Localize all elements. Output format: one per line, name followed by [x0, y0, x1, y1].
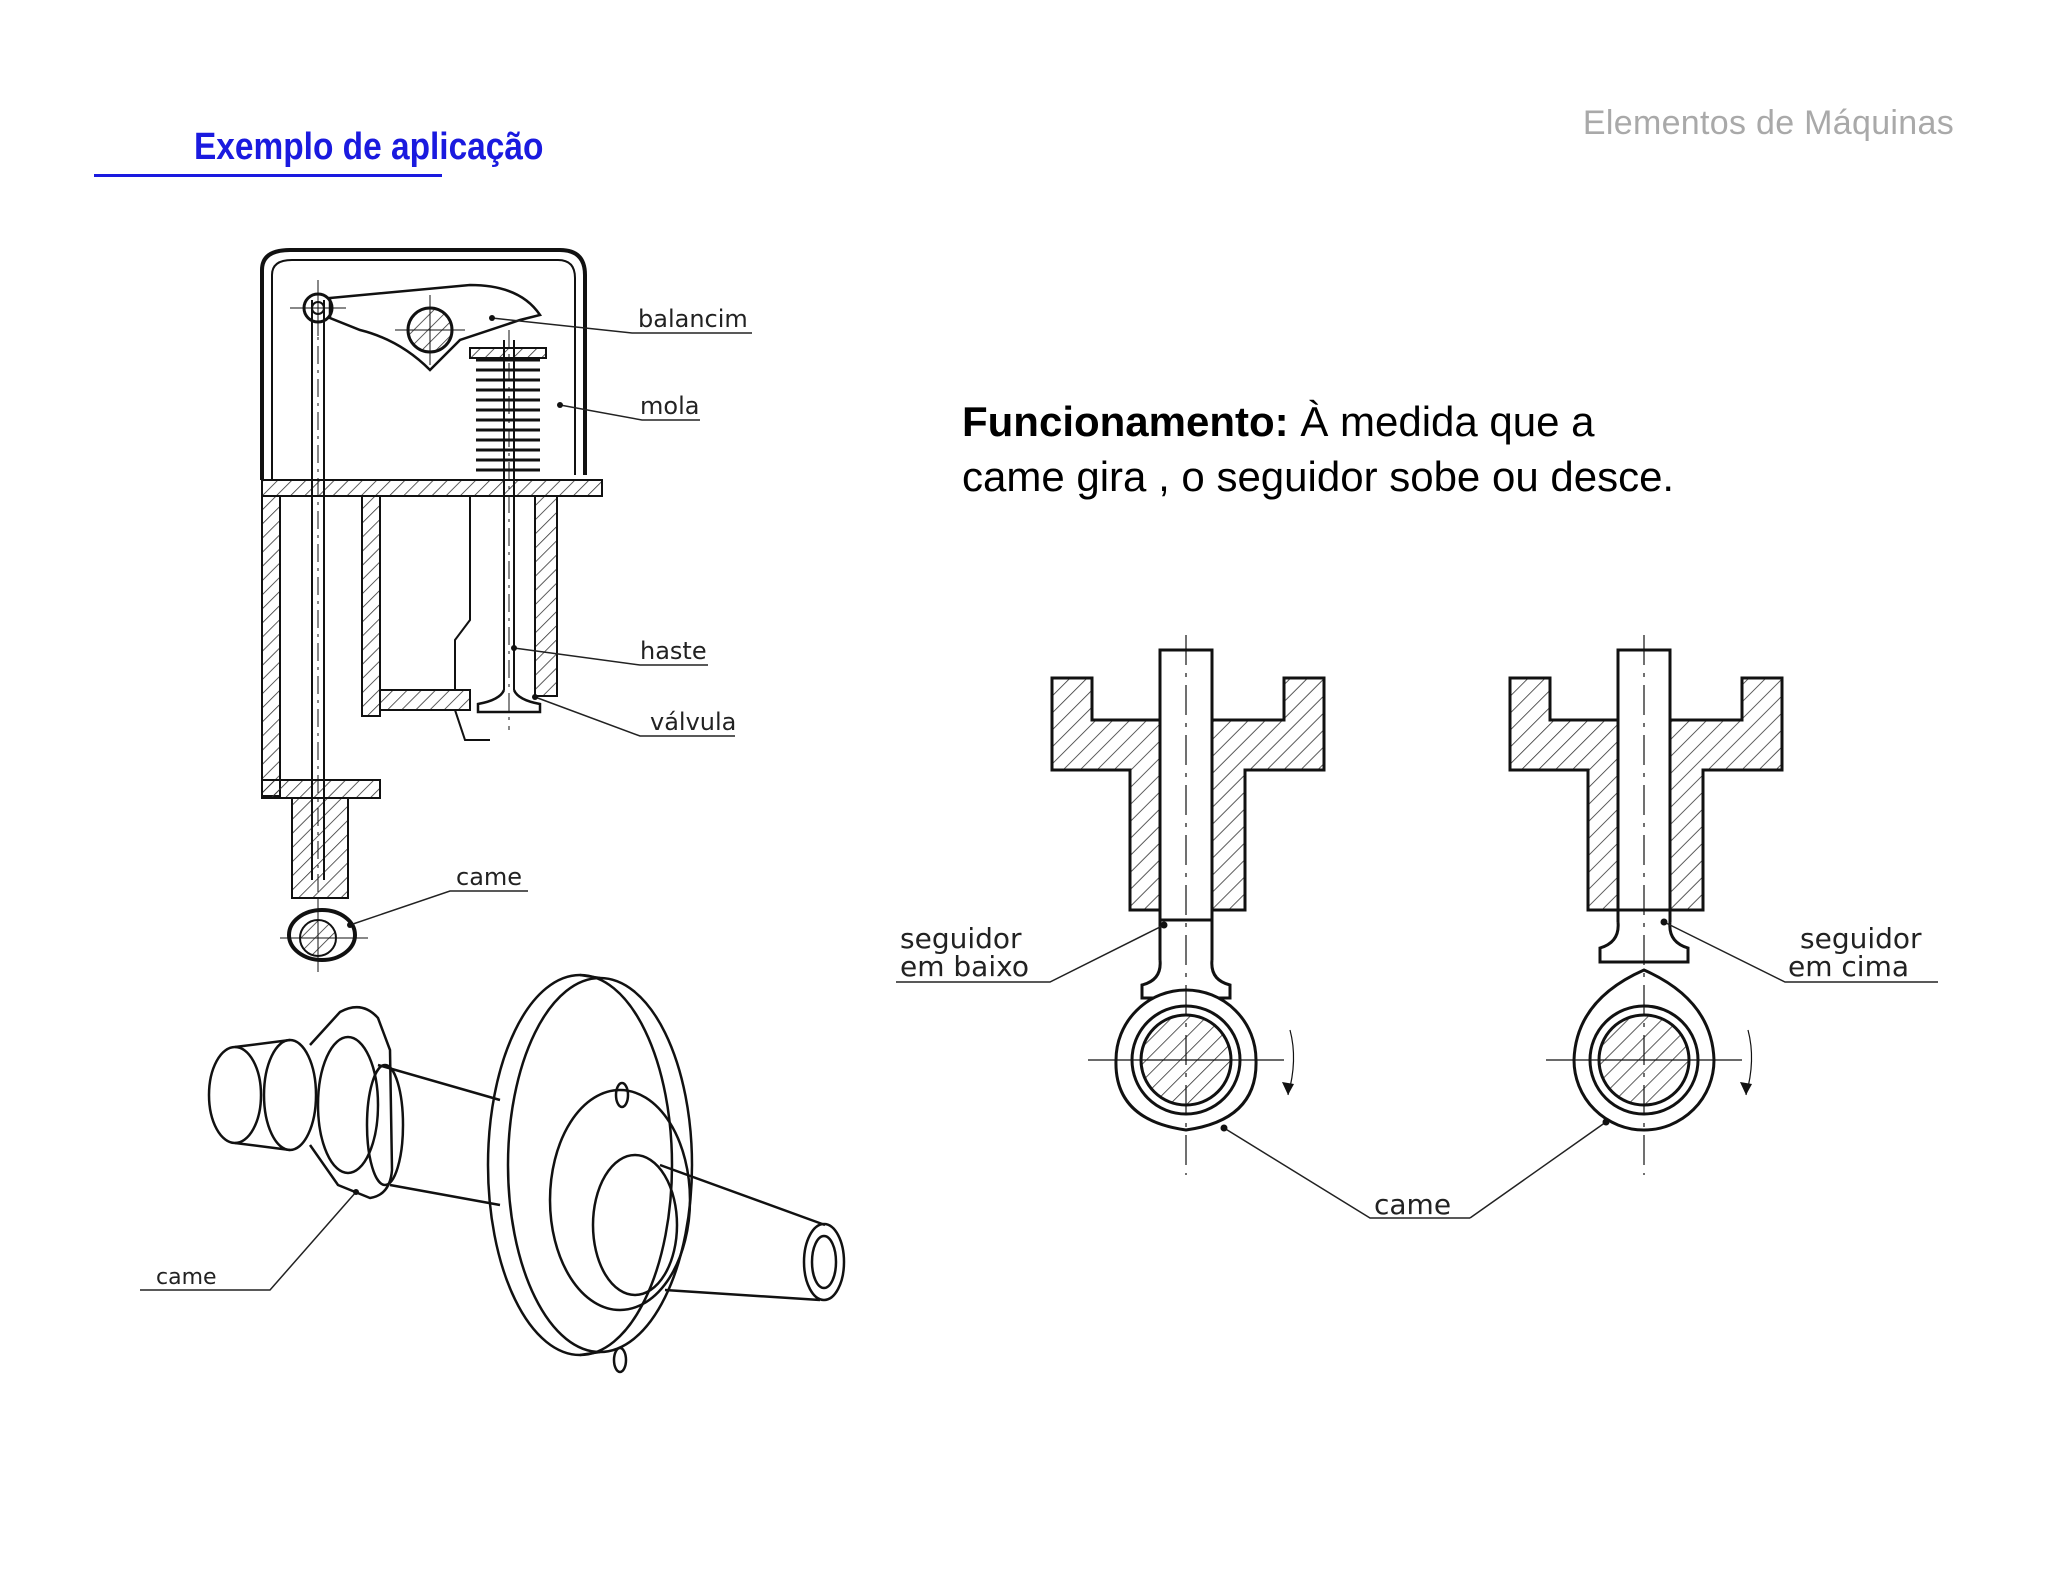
label-haste: haste: [640, 637, 707, 665]
title-underline: [94, 174, 442, 177]
section-title: Exemplo de aplicação: [194, 126, 544, 168]
camshaft-drawing: came: [140, 973, 846, 1374]
camshaft-flange: [486, 973, 674, 1357]
label-valvula: válvula: [650, 708, 736, 736]
valve-spring: [476, 358, 540, 472]
label-came-engine: came: [456, 863, 522, 891]
description-line2: came gira , o seguidor sobe ou desce.: [962, 453, 1675, 500]
description: Funcionamento: À medida que a came gira …: [962, 394, 1822, 504]
engine-valve-diagram: balancim mola haste válvula came: [260, 248, 752, 972]
label-mola: mola: [640, 392, 699, 420]
label-seguidor-baixo-2: em baixo: [900, 950, 1029, 983]
label-seguidor-cima-2: em cima: [1788, 950, 1909, 983]
small-cam: [287, 908, 357, 962]
label-came-camshaft: came: [156, 1265, 217, 1290]
label-seguidor-cima-1: seguidor: [1800, 922, 1922, 955]
valve-cover: [260, 248, 587, 480]
follower-diagram: seguidor em baixo seguidor em cima came: [896, 635, 1938, 1221]
label-balancim: balancim: [638, 305, 748, 333]
follower-down-group: [1050, 648, 1326, 1132]
rocker-arm: [328, 283, 543, 372]
label-came-follower: came: [1374, 1188, 1451, 1221]
valve-head: [476, 689, 542, 714]
label-seguidor-baixo-1: seguidor: [900, 922, 1022, 955]
camshaft-end: [802, 1222, 846, 1302]
camshaft-lobe: [308, 1005, 394, 1200]
description-label: Funcionamento:: [962, 398, 1289, 445]
follower-up-group: [1508, 648, 1784, 1132]
description-line1: À medida que a: [1288, 398, 1595, 445]
course-title: Elementos de Máquinas: [1582, 104, 1954, 142]
cylinder-head: [261, 479, 603, 497]
